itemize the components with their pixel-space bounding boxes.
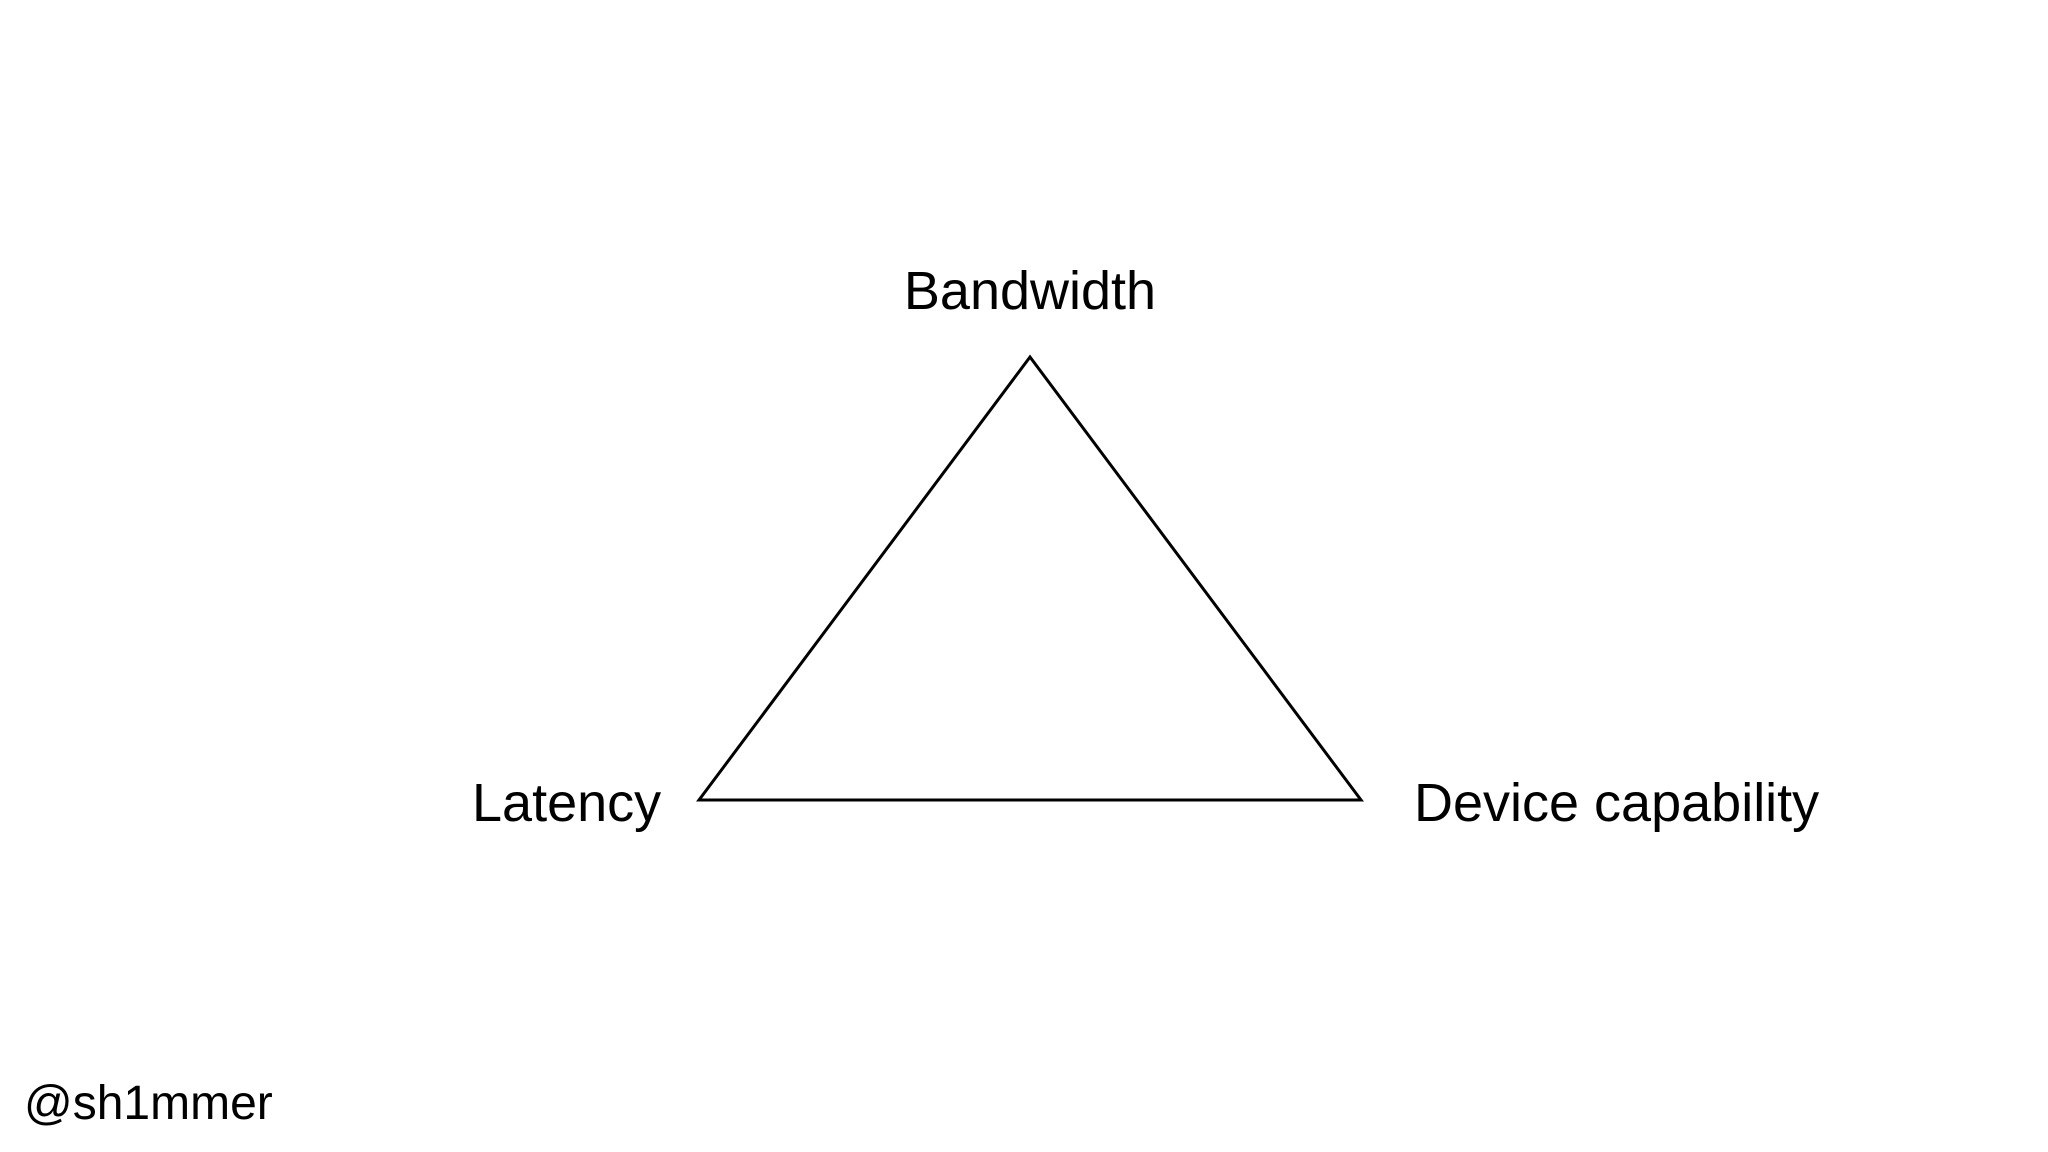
triangle-shape [696,354,1364,802]
vertex-label-left: Latency [472,773,662,833]
vertex-label-right: Device capability [1414,773,1820,833]
author-handle: @sh1mmer [24,1077,273,1130]
vertex-label-top: Bandwidth [903,261,1157,321]
